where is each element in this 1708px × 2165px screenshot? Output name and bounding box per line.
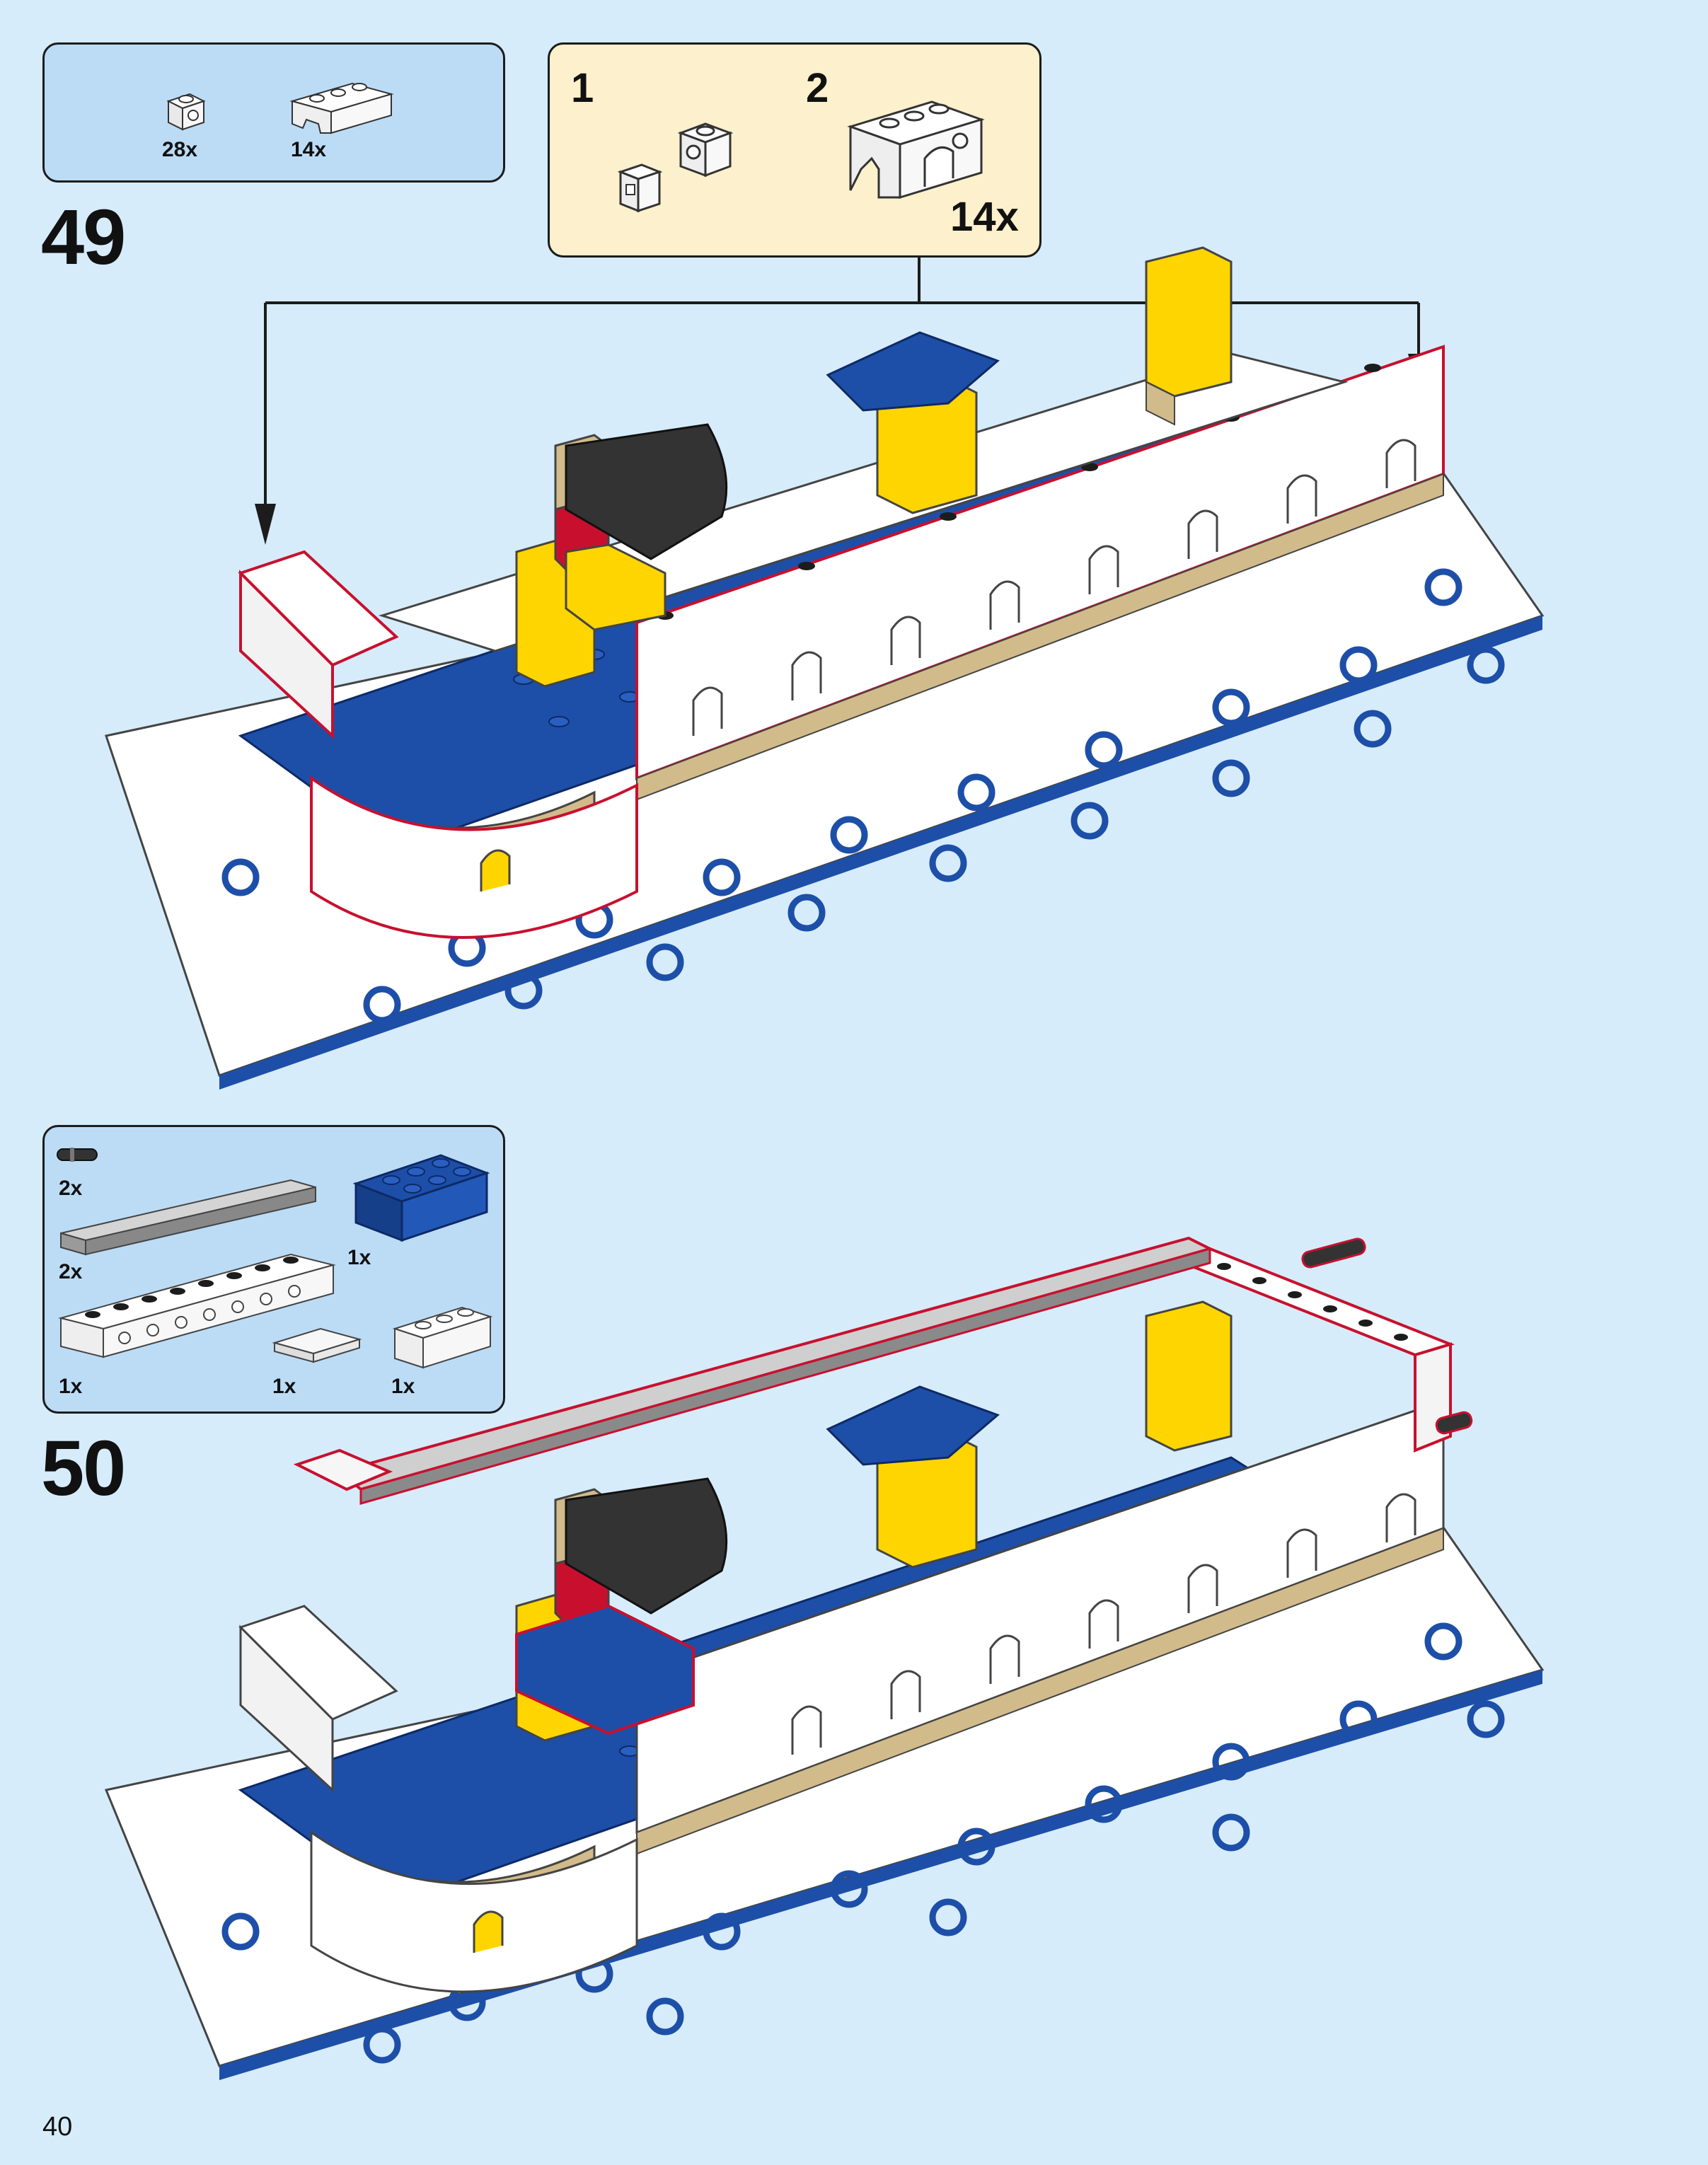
- part-qty: 2x: [59, 1260, 83, 1283]
- substep-number: 2: [806, 65, 829, 111]
- step-49-subassembly-callout: 1 2 14x: [548, 42, 1041, 258]
- part-qty: 14x: [291, 138, 327, 161]
- subassembly-multiplier: 14x: [950, 194, 1019, 240]
- step-number: 50: [41, 1425, 126, 1512]
- part-qty: 28x: [162, 138, 198, 161]
- substep-number: 1: [571, 65, 594, 111]
- white-1x1-brick-with-side-stud-icon: [166, 93, 206, 131]
- step-49-parts-list: 28x 14x: [42, 42, 505, 183]
- white-1x8-technic-brick-icon: [58, 1253, 336, 1358]
- grey-1x10-tile-icon: [60, 1179, 316, 1256]
- white-1x4-arch-brick-icon: [289, 82, 394, 134]
- part-qty: 1x: [272, 1375, 296, 1398]
- substep-2-arch-assembly-icon: [847, 100, 985, 200]
- step-number: 49: [41, 194, 126, 281]
- white-1x3-brick-icon: [392, 1306, 493, 1369]
- part-qty: 1x: [59, 1375, 83, 1398]
- part-qty: 1x: [347, 1246, 371, 1269]
- step-50-model-illustration: [104, 1236, 1545, 2080]
- white-2x2-tile-icon: [272, 1327, 362, 1363]
- axle-pin-icon: [1301, 1237, 1366, 1269]
- black-axle-pin-connector-icon: [57, 1148, 98, 1162]
- step-50-parts-list: 2x 2x 1x 1x 1x: [42, 1125, 505, 1414]
- substep-1-bricks-icon: [617, 122, 734, 213]
- blue-2x4-brick-icon: [352, 1154, 490, 1242]
- axle-pin-icon: [1435, 1411, 1473, 1435]
- page-number: 40: [42, 2112, 73, 2142]
- part-qty: 1x: [391, 1375, 415, 1398]
- step-49-model-illustration: [105, 246, 1545, 1090]
- part-qty: 2x: [59, 1177, 83, 1200]
